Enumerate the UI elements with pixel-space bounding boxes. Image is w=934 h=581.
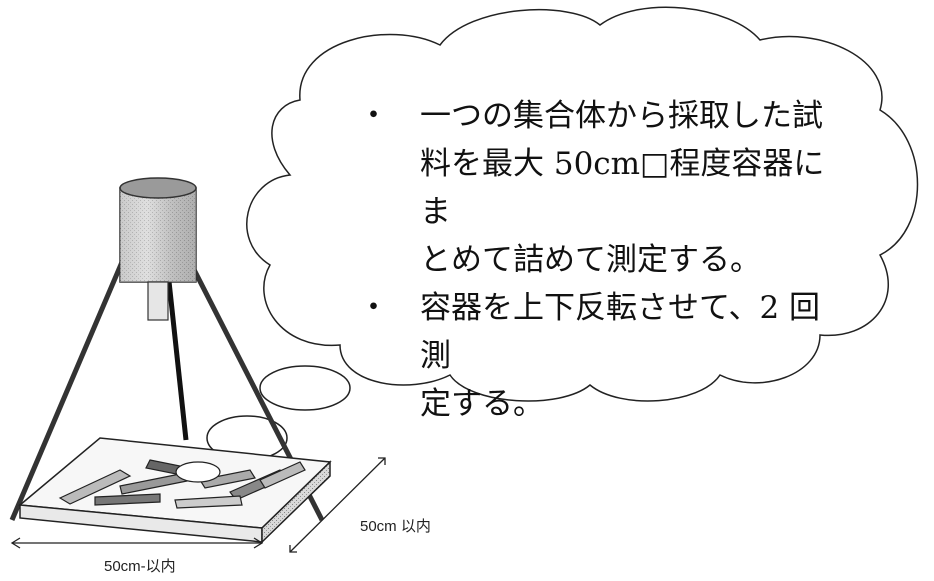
cloud-line: 一つの集合体から採取した試 <box>420 98 823 134</box>
cloud-line: 容器を上下反転させて、2 回測 <box>420 290 821 374</box>
tripod-leg-center <box>165 271 189 441</box>
detector-top <box>119 177 197 199</box>
cloud-bullet-2: ・ 容器を上下反転させて、2 回測 定する。 <box>358 284 842 428</box>
cloud-line: 料を最大 50cm□程度容器にま <box>420 146 825 230</box>
bullet-mark: ・ <box>358 98 389 134</box>
cloud-line: 定する。 <box>420 386 544 422</box>
detector-nozzle <box>147 281 169 321</box>
depth-dimension-arrow <box>289 457 386 553</box>
depth-dimension-label: 50cm 以内 <box>360 518 431 535</box>
width-dimension-label: 50cm-以内 <box>104 558 176 575</box>
thought-bubble-medium <box>259 365 351 411</box>
width-dimension-arrow <box>10 537 264 549</box>
cloud-text: ・ 一つの集合体から採取した試 料を最大 50cm□程度容器にま とめて詰めて測… <box>358 92 842 428</box>
cloud-line: とめて詰めて測定する。 <box>420 242 761 278</box>
cloud-bullet-1: ・ 一つの集合体から採取した試 料を最大 50cm□程度容器にま とめて詰めて測… <box>358 92 842 284</box>
tripod-leg-left <box>9 247 131 521</box>
bullet-mark: ・ <box>358 290 389 326</box>
sample-pieces <box>58 459 306 509</box>
thought-cloud <box>246 6 919 402</box>
